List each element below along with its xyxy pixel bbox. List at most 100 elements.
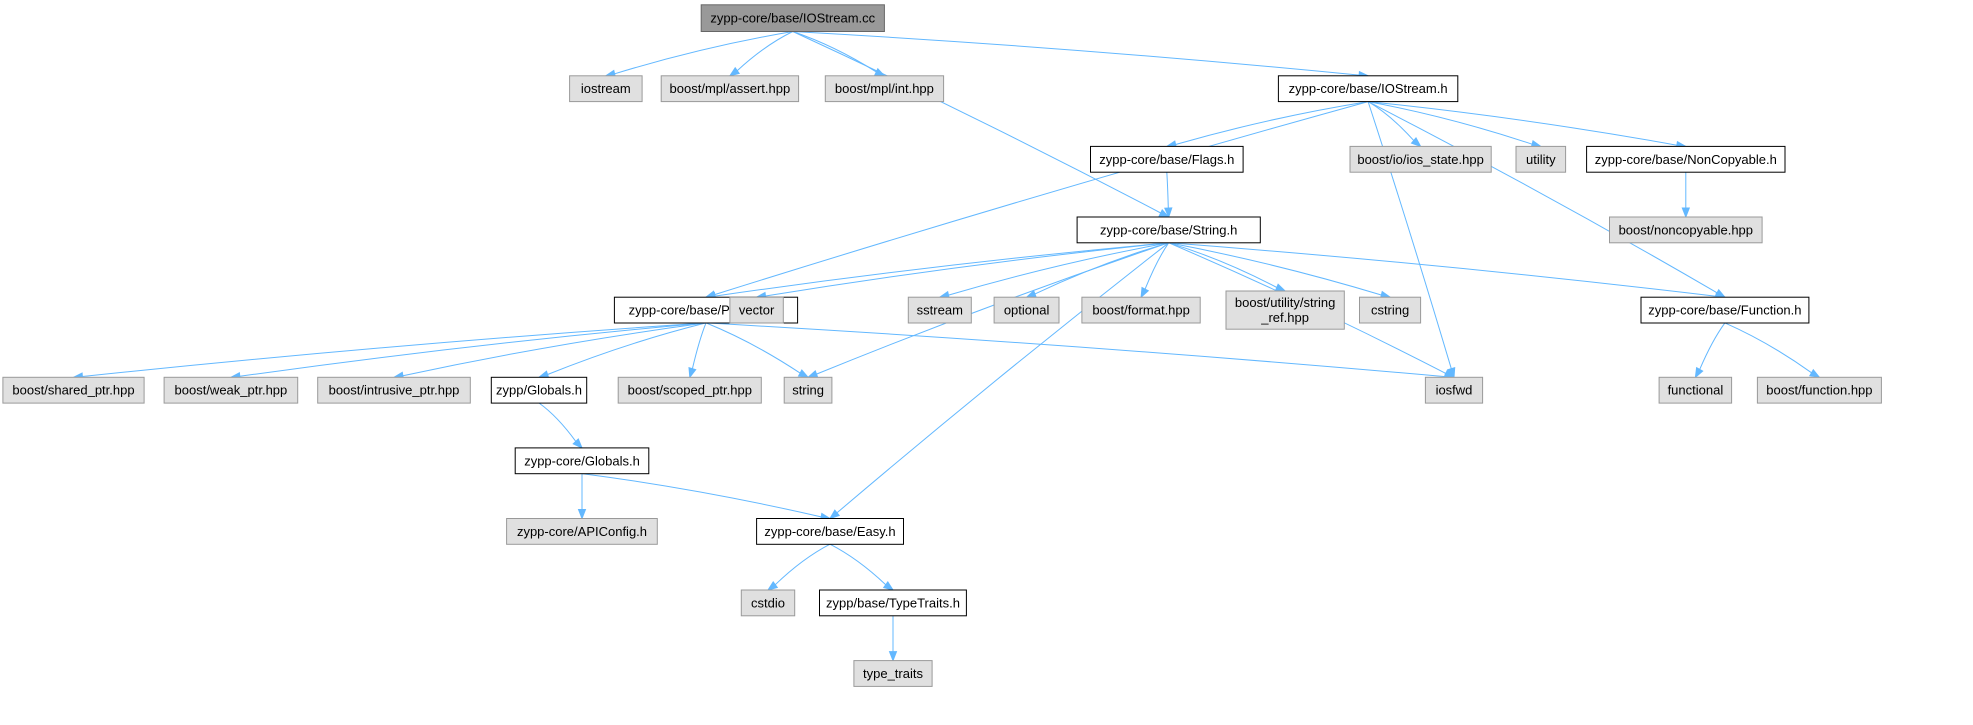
edge-ptrtypes-h-to-scoped-ptr — [691, 322, 707, 369]
node-iostream-h[interactable]: zypp-core/base/IOStream.h — [1277, 75, 1459, 103]
node-box — [1349, 145, 1492, 173]
node-iostream-cc[interactable]: zypp-core/base/IOStream.cc — [700, 4, 885, 33]
node-cstring[interactable]: cstring — [1359, 296, 1422, 324]
edge-function-h-to-functional — [1699, 322, 1726, 370]
arrowhead — [1808, 368, 1821, 378]
node-label: boost/mpl/int.hpp — [835, 81, 934, 96]
node-box — [317, 376, 471, 404]
node-box — [1424, 376, 1484, 404]
edge-iostream-cc-to-string-h — [792, 31, 1161, 214]
nodes-layer: zypp-core/base/IOStream.cc iostream boost/… — [2, 4, 1882, 687]
node-box — [569, 75, 643, 103]
node-function-h[interactable]: zypp-core/base/Function.h — [1640, 296, 1810, 324]
edge-string-h-to-vector — [765, 242, 1169, 297]
edge-ptrtypes-h-to-zypp-globals — [547, 322, 707, 375]
node-label: type_traits — [863, 666, 923, 681]
node-scoped-ptr[interactable]: boost/scoped_ptr.hpp — [617, 376, 762, 404]
node-type-traits[interactable]: type_traits — [853, 660, 933, 687]
node-noncopyable-hpp[interactable]: boost/noncopyable.hpp — [1609, 216, 1763, 244]
node-box — [824, 75, 945, 103]
arrowhead — [828, 509, 841, 520]
edge-easy-h-to-cstdio — [774, 543, 831, 586]
node-box — [1609, 216, 1763, 244]
node-label: optional — [1004, 303, 1050, 318]
node-box — [819, 589, 967, 617]
node-box — [490, 376, 588, 404]
node-box — [993, 296, 1060, 324]
node-label: string — [792, 383, 824, 398]
node-box — [700, 4, 885, 33]
node-format-hpp[interactable]: boost/format.hpp — [1081, 296, 1201, 324]
node-string-h[interactable]: zypp-core/base/String.h — [1076, 216, 1261, 244]
edge-iostream-h-to-flags-h — [1175, 101, 1369, 145]
node-label: boost/intrusive_ptr.hpp — [329, 383, 460, 398]
node-label: cstdio — [751, 595, 785, 610]
node-functional[interactable]: functional — [1658, 376, 1733, 404]
node-apiconfig[interactable]: zypp-core/APIConfig.h — [506, 518, 658, 545]
arrowhead — [806, 370, 819, 378]
edge-iostream-cc-to-mpl-assert — [736, 31, 794, 72]
node-label: boost/utility/string — [1235, 295, 1335, 310]
edge-string-h-to-sstream — [948, 242, 1169, 296]
edge-string-h-to-cstring — [1168, 242, 1382, 296]
node-iostream[interactable]: iostream — [569, 75, 643, 103]
node-box — [2, 376, 145, 404]
node-zypp-globals[interactable]: zypp/Globals.h — [490, 376, 588, 404]
node-label: functional — [1668, 383, 1724, 398]
arrowhead — [1694, 366, 1704, 379]
edge-string-h-to-string-ref — [1168, 242, 1278, 288]
node-label: zypp-core/APIConfig.h — [517, 524, 647, 539]
node-label: _ref.hpp — [1260, 310, 1309, 325]
edge-iostream-h-to-ptrtypes-h — [714, 101, 1369, 296]
node-weak-ptr[interactable]: boost/weak_ptr.hpp — [163, 376, 299, 404]
edge-zypp-globals-to-core-globals — [538, 402, 577, 442]
arrowhead — [882, 581, 895, 591]
node-shared-ptr[interactable]: boost/shared_ptr.hpp — [2, 376, 145, 404]
node-box — [907, 296, 972, 324]
arrowhead — [766, 581, 779, 591]
node-box — [1090, 145, 1244, 173]
node-vector[interactable]: vector — [729, 296, 784, 324]
node-ios-state[interactable]: boost/io/ios_state.hpp — [1349, 145, 1492, 173]
node-typetraits-h[interactable]: zypp/base/TypeTraits.h — [819, 589, 967, 617]
node-label: zypp-core/base/String.h — [1100, 222, 1237, 237]
node-string[interactable]: string — [783, 376, 833, 404]
node-box — [617, 376, 762, 404]
edge-iostream-h-to-noncopyable-h — [1368, 101, 1677, 146]
node-label: boost/format.hpp — [1092, 303, 1190, 318]
arrowhead — [797, 369, 810, 378]
node-function-hpp[interactable]: boost/function.hpp — [1756, 376, 1882, 404]
node-label: zypp-core/Globals.h — [524, 453, 640, 468]
node-easy-h[interactable]: zypp-core/base/Easy.h — [756, 518, 904, 545]
node-optional[interactable]: optional — [993, 296, 1060, 324]
node-iosfwd[interactable]: iosfwd — [1424, 376, 1484, 404]
node-label: zypp-core/base/Function.h — [1648, 303, 1801, 318]
arrowhead — [577, 509, 587, 520]
node-label: boost/weak_ptr.hpp — [175, 383, 288, 398]
edge-string-h-to-optional — [1034, 242, 1169, 295]
edge-iostream-cc-to-iostream-h — [792, 31, 1360, 76]
node-box — [1225, 290, 1345, 330]
node-box — [660, 75, 800, 103]
node-label: boost/function.hpp — [1766, 383, 1872, 398]
node-noncopyable-h[interactable]: zypp-core/base/NonCopyable.h — [1586, 145, 1786, 173]
node-utility[interactable]: utility — [1515, 145, 1567, 173]
node-label: zypp/Globals.h — [496, 383, 582, 398]
node-label: zypp-core/base/Easy.h — [764, 524, 895, 539]
node-cstdio[interactable]: cstdio — [740, 589, 796, 617]
arrowhead — [1681, 207, 1691, 219]
node-box — [740, 589, 796, 617]
node-string-ref[interactable]: boost/utility/string_ref.hpp — [1225, 290, 1345, 330]
node-mpl-assert[interactable]: boost/mpl/assert.hpp — [660, 75, 800, 103]
node-sstream[interactable]: sstream — [907, 296, 972, 324]
node-core-globals[interactable]: zypp-core/Globals.h — [514, 447, 650, 475]
node-box — [514, 447, 650, 475]
edge-iostream-h-to-function-h — [1367, 101, 1718, 294]
node-mpl-int[interactable]: boost/mpl/int.hpp — [824, 75, 945, 103]
node-flags-h[interactable]: zypp-core/base/Flags.h — [1090, 145, 1244, 173]
node-intrusive-ptr[interactable]: boost/intrusive_ptr.hpp — [317, 376, 471, 404]
arrowhead — [728, 66, 741, 77]
node-label: vector — [739, 303, 775, 318]
node-box — [1515, 145, 1567, 173]
edge-flags-h-to-string-h — [1166, 172, 1169, 209]
